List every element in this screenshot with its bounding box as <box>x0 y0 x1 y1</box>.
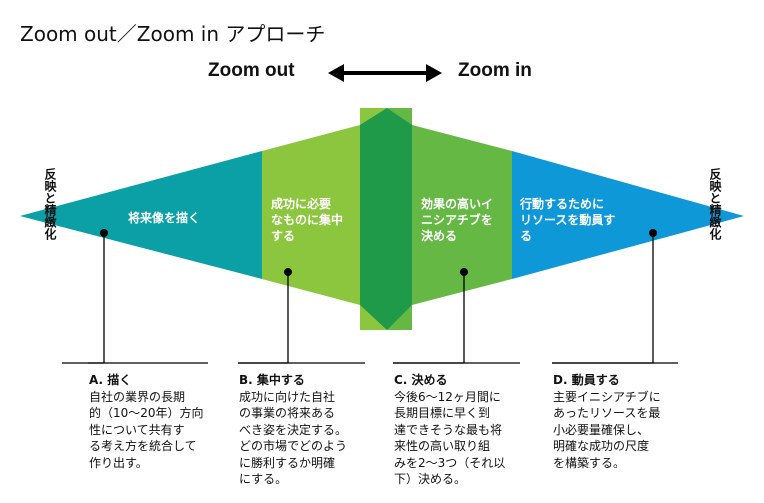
zoom-out-label: Zoom out <box>208 60 295 81</box>
description-a: A. 描く 自社の業界の長期 的（10〜20年）方向 性について共有す る考え方… <box>89 372 231 471</box>
description-d: D. 動員する 主要イニシアチブに あったリソースを最 小必要量確保し、 明確な… <box>553 372 695 471</box>
description-b: B. 集中する 成功に向けた自社 の事業の将来ある べき姿を決定する。 どの市場… <box>239 372 381 488</box>
side-label-right: 反映と精緻化 <box>708 168 722 240</box>
description-d-body: 主要イニシアチブに あったリソースを最 小必要量確保し、 明確な成功の尺度 を構… <box>553 389 661 470</box>
segment-label-blue: 行動するために リソースを動員す る <box>520 197 616 243</box>
side-label-left: 反映と精緻化 <box>43 168 57 240</box>
description-b-heading: B. 集中する <box>239 373 305 387</box>
center-band-lower-right <box>387 305 412 330</box>
center-band-highlight-left <box>360 108 387 125</box>
dot-d <box>649 229 657 237</box>
leader-b <box>238 272 289 364</box>
description-d-heading: D. 動員する <box>553 373 620 387</box>
segment-teal <box>20 151 262 279</box>
segment-light-green-right <box>412 125 512 305</box>
description-c-body: 今後6〜12ヶ月間に 長期目標に早く到 達できそうな最も将 来性の高い取り組 み… <box>394 389 506 487</box>
description-c-heading: C. 決める <box>394 373 448 387</box>
description-a-body: 自社の業界の長期 的（10〜20年）方向 性について共有す る考え方を統合して … <box>89 389 204 470</box>
segment-label-light-green: 成功に必要 なものに集中 する <box>271 197 344 243</box>
segment-blue <box>512 151 744 279</box>
dot-b <box>284 268 292 276</box>
description-a-heading: A. 描く <box>89 373 132 387</box>
segment-light-green-left <box>262 125 360 305</box>
page-title: Zoom out／Zoom in アプローチ <box>20 22 326 46</box>
dot-a <box>100 229 108 237</box>
leader-a <box>62 233 105 364</box>
center-band-lower-left <box>360 305 387 330</box>
arrow-head-right <box>426 64 442 82</box>
segment-label-teal: 将来像を描く <box>128 211 201 225</box>
center-band-highlight-right <box>387 108 412 125</box>
zoom-in-label: Zoom in <box>458 60 532 81</box>
description-b-body: 成功に向けた自社 の事業の将来ある べき姿を決定する。 どの市場でどのよう に勝… <box>239 389 348 487</box>
arrow-head-left <box>328 64 344 82</box>
center-band-right <box>360 108 412 330</box>
segment-label-green: 効果の高いイ ニシアチブを 決める <box>421 197 494 243</box>
dot-c <box>460 268 468 276</box>
description-c: C. 決める 今後6〜12ヶ月間に 長期目標に早く到 達できそうな最も将 来性の… <box>394 372 536 488</box>
